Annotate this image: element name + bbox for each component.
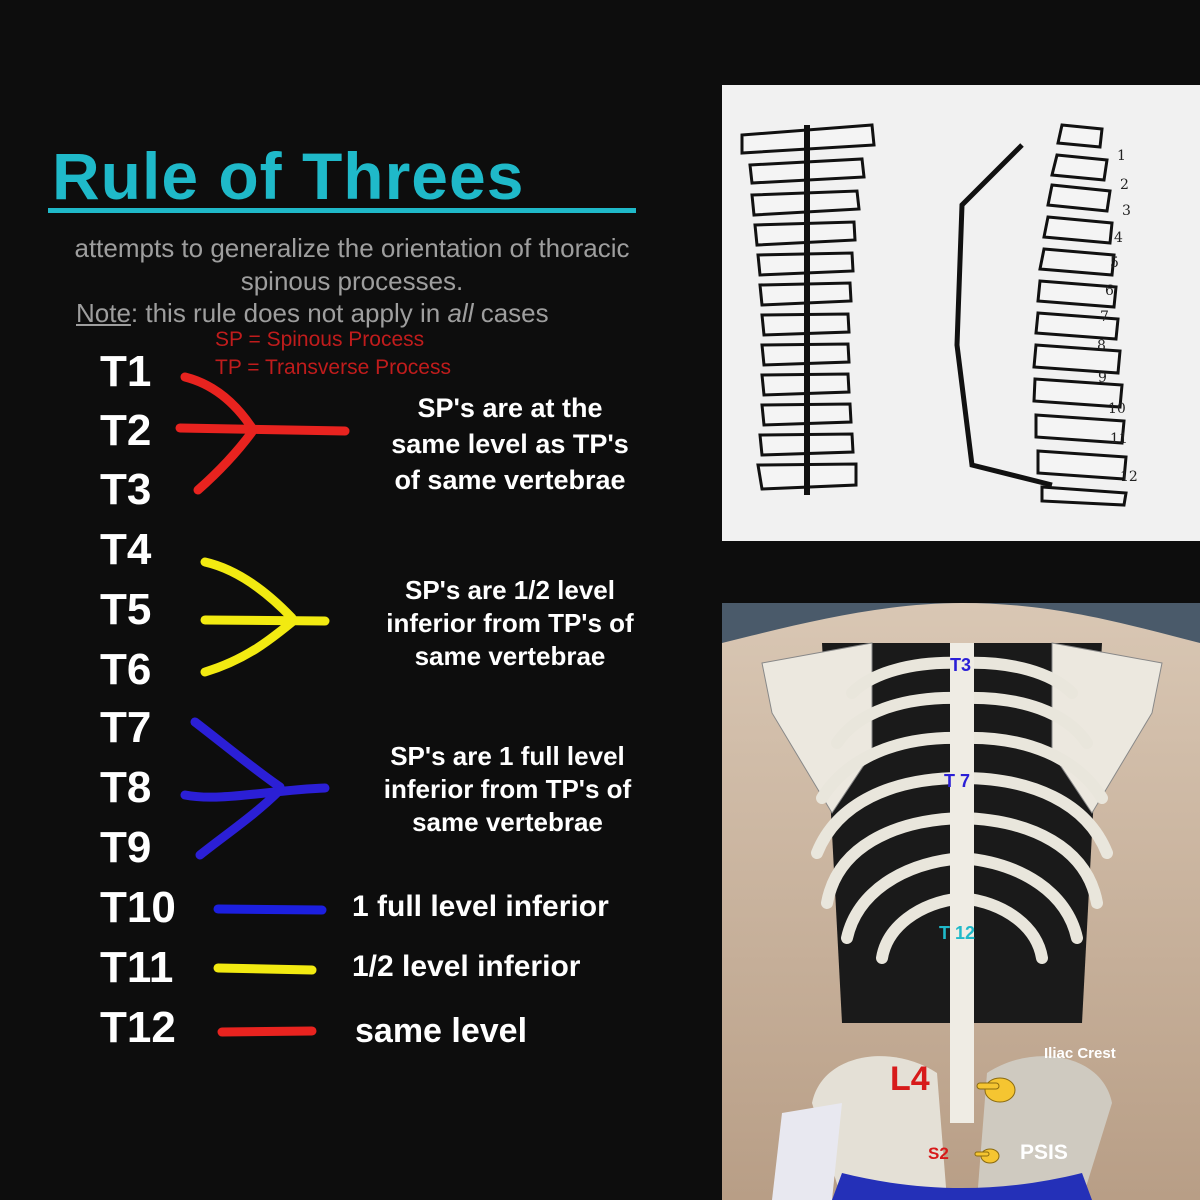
note-text-before: : this rule does not apply in (130, 298, 448, 328)
back-anatomy-illustration: T3 T 7 T 12 L4 Iliac Crest S2 PSIS (722, 603, 1200, 1200)
group-description-t1-t3: SP's are at the same level as TP's of sa… (360, 390, 660, 498)
single-description-t10: 1 full level inferior (352, 890, 609, 923)
line-t10 (213, 904, 327, 915)
desc-line: same level as TP's (391, 429, 629, 459)
abbr-tp: TP = Transverse Process (215, 356, 451, 379)
group-description-t7-t9: SP's are 1 full level inferior from TP's… (355, 740, 660, 839)
spine-number: 8 (1097, 338, 1106, 354)
line-t11 (213, 963, 317, 975)
desc-line: inferior from TP's of (386, 608, 634, 638)
bracket-yellow-middle (200, 615, 330, 626)
bracket-strokes (175, 372, 350, 1037)
desc-line: SP's are 1 full level (390, 741, 625, 771)
note-text-after: cases (473, 298, 549, 328)
bracket-blue-lower (195, 785, 285, 860)
label-t7: T 7 (944, 771, 970, 791)
spine-number: 11 (1110, 431, 1128, 447)
pointing-hand-icon (974, 1148, 1000, 1164)
bracket-t1-t3 (175, 372, 350, 495)
vertebra-label-t12: T12 (100, 1003, 176, 1052)
back-anatomy-panel: T3 T 7 T 12 L4 Iliac Crest S2 PSIS (722, 603, 1200, 1200)
vertebra-label-t8: T8 (100, 763, 152, 812)
group-description-t4-t6: SP's are 1/2 level inferior from TP's of… (355, 574, 665, 673)
abbr-sp: SP = Spinous Process (215, 328, 425, 351)
bracket-blue-upper (190, 717, 285, 792)
vertebra-label-t6: T6 (100, 645, 152, 694)
bracket-blue-middle (180, 783, 330, 802)
label-t3: T3 (950, 655, 971, 675)
bracket-red-upper (180, 372, 257, 433)
desc-line: same vertebrae (412, 807, 603, 837)
desc-line: SP's are 1/2 level (404, 575, 615, 605)
spine-number: 12 (1120, 469, 1138, 485)
bracket-red-lower (193, 427, 257, 495)
spine-number: 2 (1120, 177, 1129, 193)
spine-posterior-view (740, 123, 876, 495)
spine-number: 9 (1098, 370, 1107, 386)
single-description-t12: same level (355, 1012, 528, 1050)
spine-number: 5 (1110, 255, 1119, 271)
ribs (811, 656, 1113, 964)
spine-number: 10 (1108, 401, 1126, 417)
spinal-column (950, 643, 974, 1123)
label-t12: T 12 (939, 923, 975, 943)
vertebra-label-t4: T4 (100, 525, 152, 574)
note-label: Note (76, 298, 131, 328)
note-line: Note: this rule does not apply in all ca… (76, 298, 549, 329)
title-underline (48, 208, 636, 213)
label-psis: PSIS (1020, 1141, 1068, 1164)
spine-number: 6 (1105, 283, 1114, 299)
label-iliac-crest: Iliac Crest (1044, 1045, 1116, 1062)
vertebra-label-t9: T9 (100, 823, 152, 872)
page-title: Rule of Threes (52, 139, 525, 213)
line-t12 (217, 1026, 317, 1037)
bracket-yellow-lower (200, 617, 297, 677)
note-emphasis: all (447, 298, 474, 328)
label-s2: S2 (928, 1144, 949, 1163)
spine-number: 3 (1122, 203, 1131, 219)
spine-number: 1 (1117, 148, 1126, 164)
spine-diagram-panel: 1 2 3 4 5 6 7 8 9 10 11 12 (722, 85, 1200, 541)
desc-line: inferior from TP's of (383, 774, 632, 804)
label-l4: L4 (890, 1060, 930, 1098)
vertebra-label-t10: T10 (100, 883, 176, 932)
bracket-yellow-upper (200, 557, 297, 623)
single-description-t11: 1/2 level inferior (352, 950, 581, 983)
bracket-t7-t9 (180, 717, 330, 860)
spine-lateral-view (954, 123, 1128, 507)
desc-line: SP's are at the (417, 393, 603, 423)
vertebra-label-t11: T11 (100, 943, 174, 992)
spine-lateral-numbers: 1 2 3 4 5 6 7 8 9 10 11 12 (1097, 148, 1138, 485)
vertebra-label-t5: T5 (100, 585, 152, 634)
bracket-red-middle (175, 423, 350, 436)
bracket-t4-t6 (200, 557, 330, 677)
desc-line: of same vertebrae (394, 465, 626, 495)
vertebra-label-t1: T1 (100, 347, 152, 396)
spine-diagram: 1 2 3 4 5 6 7 8 9 10 11 12 (740, 123, 1138, 507)
spine-number: 7 (1100, 309, 1109, 325)
desc-line: same vertebrae (414, 641, 606, 671)
spine-number: 4 (1114, 230, 1123, 246)
subtitle: attempts to generalize the orientation o… (74, 233, 630, 296)
vertebra-label-t7: T7 (100, 703, 152, 752)
pointing-hand-icon (976, 1077, 1016, 1103)
vertebra-label-t2: T2 (100, 406, 152, 455)
vertebra-label-t3: T3 (100, 465, 152, 514)
